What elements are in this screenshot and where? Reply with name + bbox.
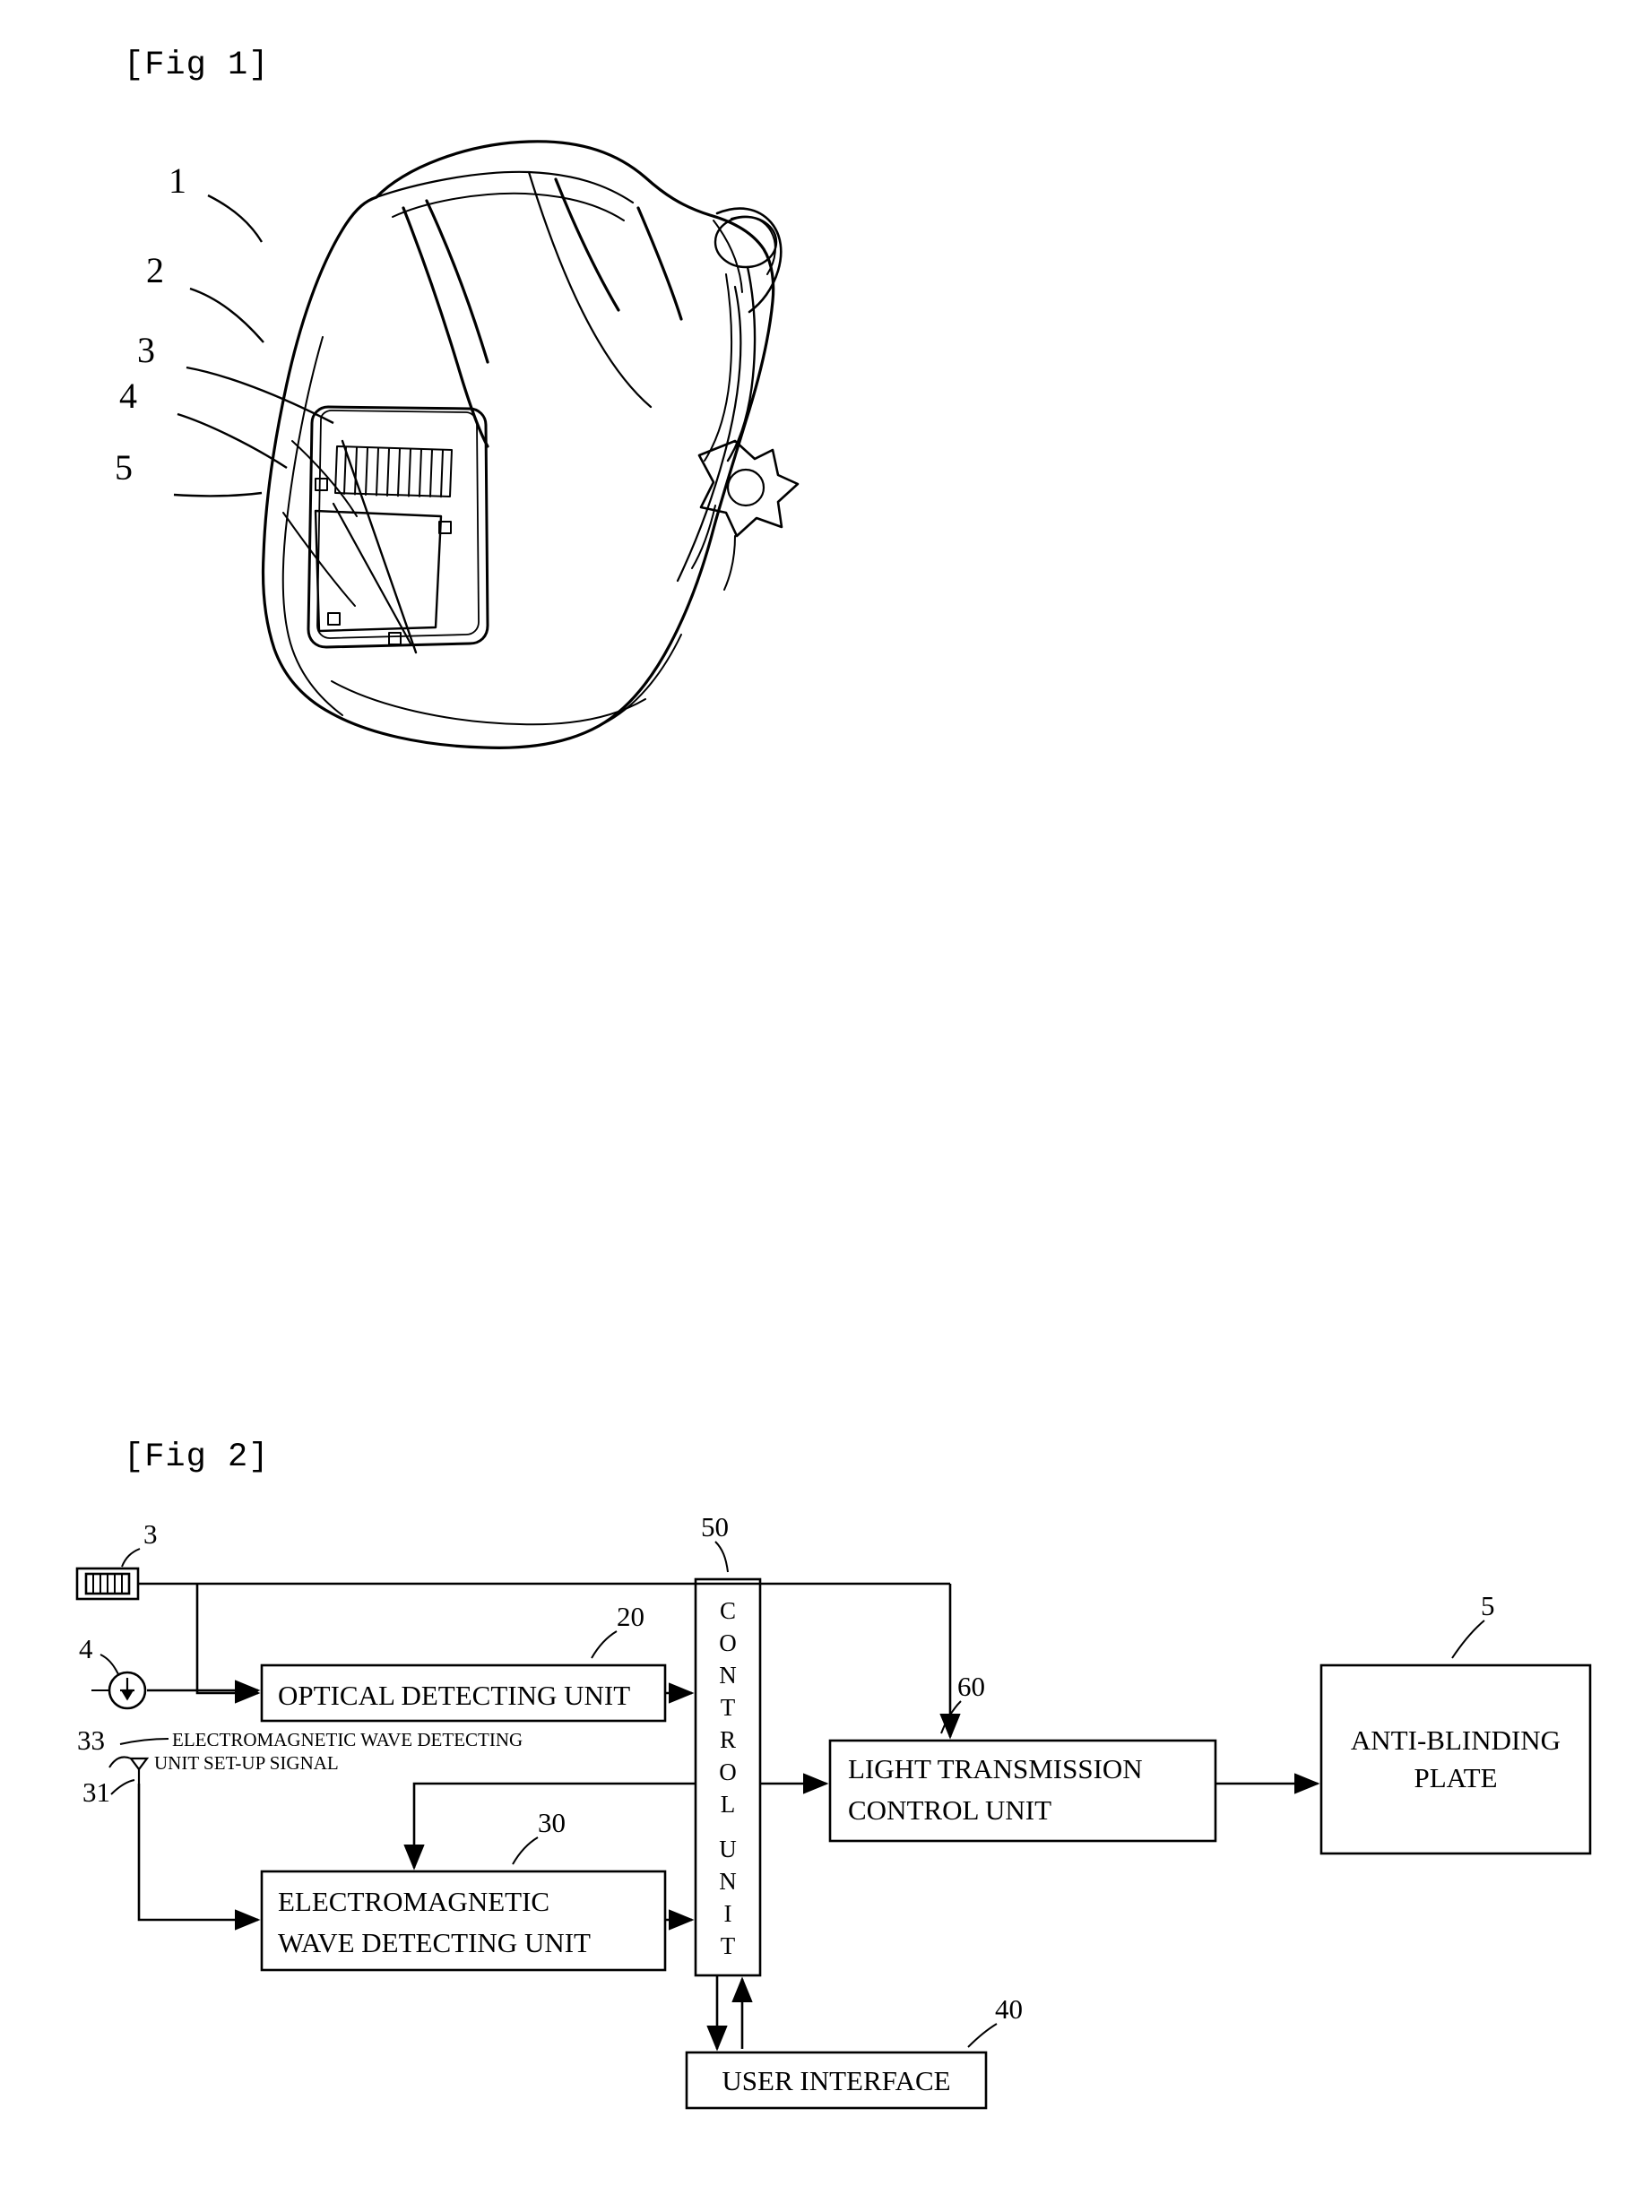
fig1-ref-2: 2 bbox=[146, 250, 164, 290]
block-label-electromagnetic-line2: WAVE DETECTING UNIT bbox=[278, 1927, 591, 1958]
block-label-user-interface: USER INTERFACE bbox=[722, 2065, 950, 2096]
svg-text:T: T bbox=[721, 1932, 736, 1959]
svg-text:I: I bbox=[724, 1900, 732, 1927]
svg-text:U: U bbox=[719, 1836, 737, 1862]
figure-2-block-diagram: OPTICAL DETECTING UNIT ELECTROMAGNETIC W… bbox=[75, 1515, 1592, 2110]
svg-text:N: N bbox=[719, 1662, 737, 1689]
fig2-ref-50: 50 bbox=[701, 1515, 729, 1542]
block-label-anti-blinding-line1: ANTI-BLINDING bbox=[1351, 1724, 1561, 1756]
block-label-anti-blinding-line2: PLATE bbox=[1414, 1762, 1498, 1793]
fig1-ref-3: 3 bbox=[137, 330, 155, 370]
svg-text:R: R bbox=[720, 1726, 736, 1753]
fig2-ref-4: 4 bbox=[79, 1633, 93, 1664]
fig2-ref-5: 5 bbox=[1481, 1590, 1495, 1621]
fig2-ref-33: 33 bbox=[77, 1724, 105, 1756]
svg-text:N: N bbox=[719, 1868, 737, 1895]
block-label-light-transmission-line1: LIGHT TRANSMISSION bbox=[848, 1753, 1143, 1784]
block-label-control-unit: C O N T R O L U N I T bbox=[719, 1597, 737, 1959]
svg-text:L: L bbox=[721, 1791, 736, 1818]
fig2-ref-30: 30 bbox=[538, 1807, 566, 1838]
block-label-light-transmission-line2: CONTROL UNIT bbox=[848, 1794, 1051, 1826]
block-label-optical-detecting-unit: OPTICAL DETECTING UNIT bbox=[278, 1680, 630, 1711]
fig2-ref-20: 20 bbox=[617, 1601, 644, 1632]
annotation-setup-signal-line1: ELECTROMAGNETIC WAVE DETECTING bbox=[172, 1729, 523, 1750]
svg-text:T: T bbox=[721, 1694, 736, 1721]
svg-text:C: C bbox=[720, 1597, 736, 1624]
fig2-ref-40: 40 bbox=[995, 1993, 1023, 2025]
fig1-ref-5: 5 bbox=[115, 447, 133, 488]
fig1-ref-4: 4 bbox=[119, 376, 137, 416]
svg-text:O: O bbox=[719, 1758, 737, 1785]
block-label-electromagnetic-line1: ELECTROMAGNETIC bbox=[278, 1886, 549, 1917]
fig2-ref-31: 31 bbox=[82, 1776, 110, 1808]
figure-2-label: [Fig 2] bbox=[124, 1439, 270, 1476]
fig1-ref-1: 1 bbox=[169, 160, 186, 201]
figure-1-label: [Fig 1] bbox=[124, 47, 270, 84]
figure-1-drawing bbox=[173, 140, 800, 749]
annotation-setup-signal-line2: UNIT SET-UP SIGNAL bbox=[154, 1752, 339, 1774]
fig2-ref-60: 60 bbox=[957, 1671, 985, 1702]
svg-text:O: O bbox=[719, 1629, 737, 1656]
fig2-ref-3: 3 bbox=[143, 1518, 158, 1550]
